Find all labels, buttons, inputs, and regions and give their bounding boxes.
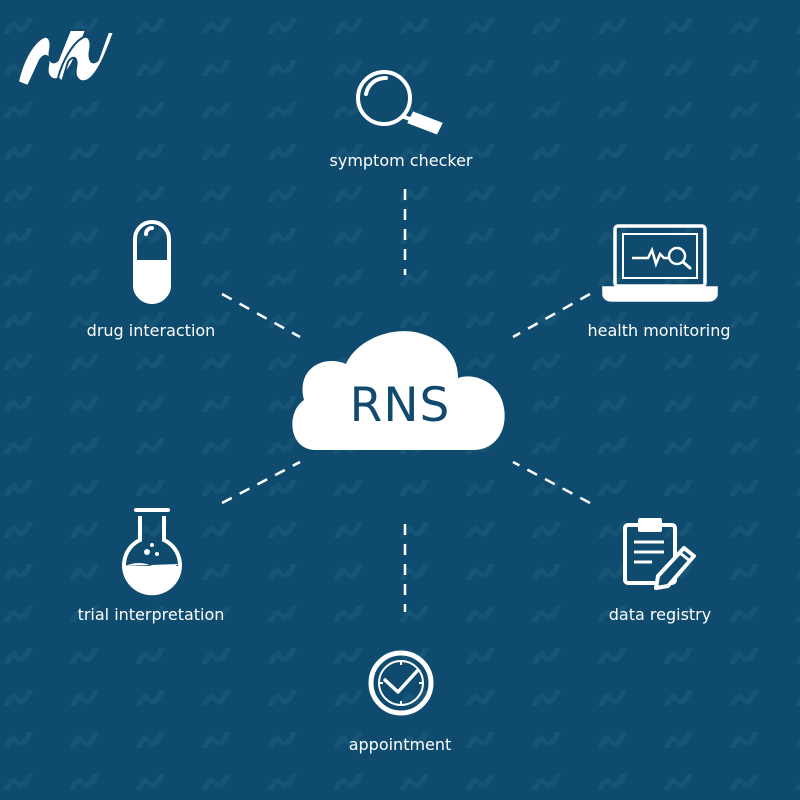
connector-registry <box>512 460 591 505</box>
connector-drug <box>221 292 301 339</box>
clock-icon <box>368 650 434 716</box>
connector-trial <box>221 460 301 505</box>
pill-capsule-icon <box>133 220 171 304</box>
clipboard-pen-icon <box>623 518 696 590</box>
laptop-heartbeat-icon <box>602 224 718 302</box>
label-appointment: appointment <box>348 735 452 754</box>
connector-health <box>512 292 591 339</box>
label-health-monitoring: health monitoring <box>587 321 731 340</box>
flask-icon <box>122 508 182 596</box>
center-title: RNS <box>349 378 451 433</box>
cloud-shape <box>292 331 505 450</box>
brand-logo-icon <box>16 29 116 88</box>
label-drug-interaction: drug interaction <box>86 321 216 340</box>
label-trial-interpretation: trial interpretation <box>77 605 225 624</box>
label-symptom-checker: symptom checker <box>329 151 473 170</box>
magnifier-icon <box>356 70 443 135</box>
label-data-registry: data registry <box>608 605 712 624</box>
